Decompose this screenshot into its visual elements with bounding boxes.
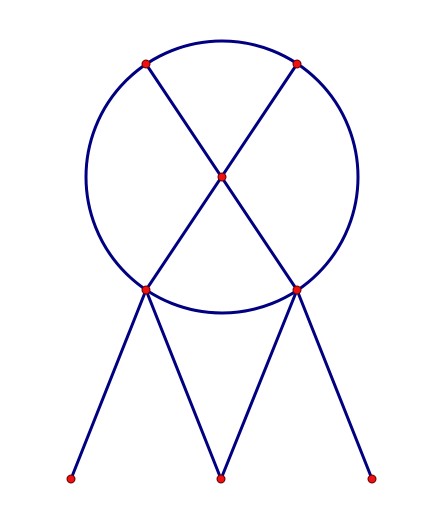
main-circle <box>84 39 360 315</box>
figure-lines <box>69 39 374 481</box>
point-bottom-right-on-circle <box>292 285 302 295</box>
point-base-right <box>367 474 377 484</box>
point-center-intersection <box>217 172 227 182</box>
point-base-left <box>66 474 76 484</box>
segment-right-leg-inner <box>219 288 299 481</box>
segment-left-leg-inner <box>144 288 223 481</box>
point-top-right <box>292 59 302 69</box>
point-base-middle <box>216 474 226 484</box>
point-bottom-left-on-circle <box>141 285 151 295</box>
figure-points <box>66 59 377 484</box>
segment-left-leg-outer <box>69 288 148 481</box>
segment-right-leg-outer <box>295 288 374 481</box>
point-top-left <box>141 59 151 69</box>
